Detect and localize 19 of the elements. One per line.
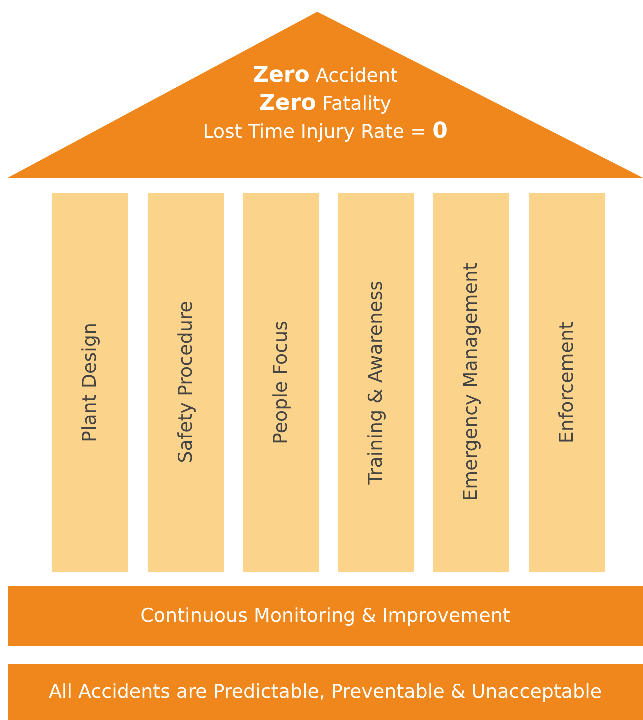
pillar bbox=[529, 193, 605, 572]
goal-text: Zero Accident bbox=[253, 62, 398, 90]
pillar-label: People Focus bbox=[270, 320, 292, 444]
foundation-bar bbox=[8, 586, 643, 646]
pillar-label: Training & Awareness bbox=[365, 280, 387, 484]
pillar-label: Safety Procedure bbox=[175, 301, 197, 464]
pillar-label: Plant Design bbox=[79, 322, 101, 442]
goal-text: Zero Fatality bbox=[259, 90, 392, 118]
pillar bbox=[148, 193, 224, 572]
pillar bbox=[338, 193, 414, 572]
bar-label: All Accidents are Predictable, Preventable & Unacceptable bbox=[48, 681, 602, 703]
foundation-bar bbox=[8, 664, 643, 720]
pillar-label: Enforcement bbox=[556, 322, 578, 444]
pillar bbox=[52, 193, 128, 572]
pillar bbox=[433, 193, 509, 572]
goal-text: Lost Time Injury Rate = 0 bbox=[203, 118, 448, 146]
bar-label: Continuous Monitoring & Improvement bbox=[140, 605, 510, 627]
pillar bbox=[243, 193, 319, 572]
pillar-label: Emergency Management bbox=[460, 263, 482, 502]
